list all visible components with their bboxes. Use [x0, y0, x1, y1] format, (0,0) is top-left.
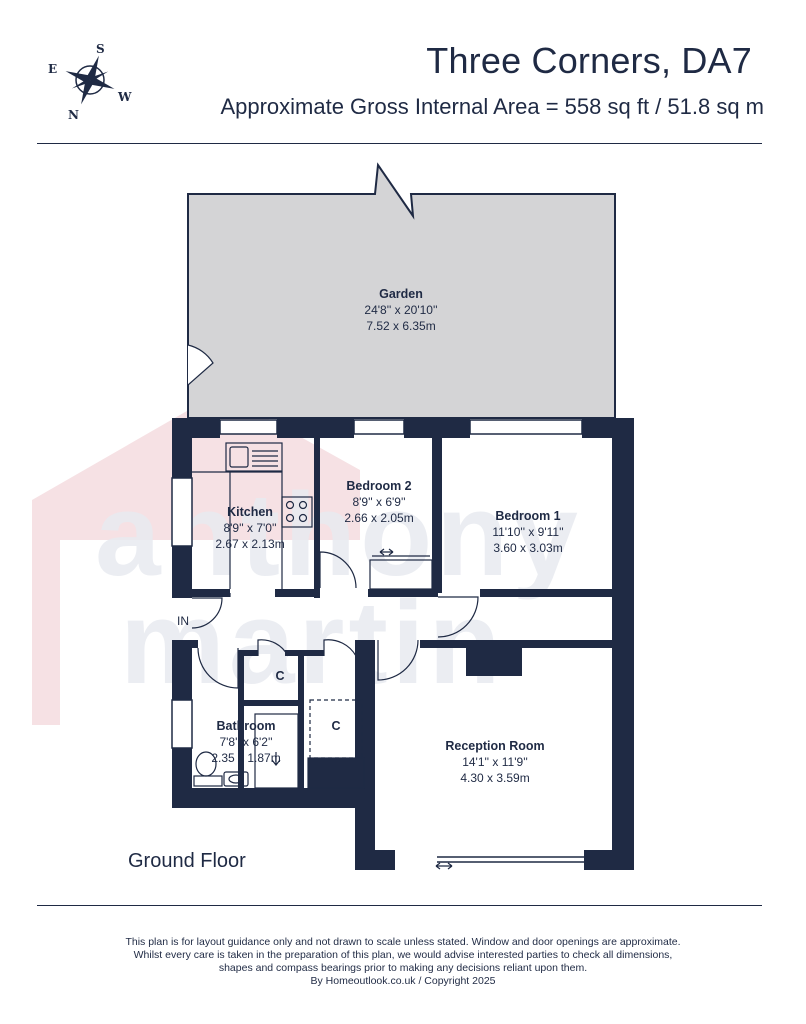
disclaimer-line1: This plan is for layout guidance only an… — [125, 936, 681, 948]
kitchen-metric: 2.67 x 2.13m — [215, 537, 285, 551]
entrance-label: IN — [177, 614, 189, 628]
plan-title: Three Corners, DA7 — [426, 40, 752, 81]
kitchen-name: Kitchen — [227, 505, 273, 519]
disclaimer-copyright: By Homeoutlook.co.uk / Copyright 2025 — [310, 975, 496, 987]
bedroom2-wardrobe — [369, 548, 433, 590]
disclaimer-line3: shapes and compass bearings prior to mak… — [218, 962, 588, 974]
room-label-bathroom: Bathroom 7'8'' x 6'2'' 2.35 x 1.87m — [198, 718, 294, 766]
room-label-cupboard1: C — [262, 668, 298, 684]
compass-e: E — [48, 62, 58, 76]
header-divider — [37, 143, 762, 144]
sliding-door-arrow — [435, 862, 453, 870]
cupboard2-box — [307, 699, 365, 789]
reception-metric: 4.30 x 3.59m — [460, 771, 530, 785]
footer-divider — [37, 905, 762, 906]
room-label-garden: Garden 24'8'' x 20'10'' 7.52 x 6.35m — [331, 286, 471, 334]
cupboard1-name: C — [275, 669, 285, 683]
garden-imperial: 24'8'' x 20'10'' — [364, 303, 438, 317]
disclaimer: This plan is for layout guidance only an… — [60, 936, 746, 988]
garden-metric: 7.52 x 6.35m — [366, 319, 436, 333]
bedroom1-imperial: 11'10'' x 9'11'' — [492, 525, 564, 539]
kitchen-units — [192, 442, 313, 589]
floor-label: Ground Floor — [128, 850, 246, 872]
bedroom1-name: Bedroom 1 — [495, 509, 561, 523]
bathroom-imperial: 7'8'' x 6'2'' — [219, 735, 273, 749]
room-label-bedroom1: Bedroom 1 11'10'' x 9'11'' 3.60 x 3.03m — [470, 508, 586, 556]
disclaimer-line2: Whilst every care is taken in the prepar… — [133, 949, 673, 961]
bathroom-name: Bathroom — [216, 719, 276, 733]
compass-rose-icon — [65, 55, 115, 105]
outer-walls — [171, 418, 634, 870]
room-label-bedroom2: Bedroom 2 8'9'' x 6'9'' 2.66 x 2.05m — [326, 478, 432, 526]
compass-w: W — [118, 90, 132, 104]
bathroom-fittings — [193, 713, 299, 789]
gross-internal-area: Approximate Gross Internal Area = 558 sq… — [220, 94, 764, 119]
reception-imperial: 14'1'' x 11'9'' — [462, 755, 528, 769]
bedroom2-name: Bedroom 2 — [346, 479, 412, 493]
bedroom1-metric: 3.60 x 3.03m — [493, 541, 563, 555]
reception-name: Reception Room — [445, 739, 545, 753]
bathroom-metric: 2.35 x 1.87m — [211, 751, 281, 765]
room-label-reception: Reception Room 14'1'' x 11'9'' 4.30 x 3.… — [430, 738, 560, 786]
doors — [191, 551, 479, 689]
garden-name: Garden — [379, 287, 423, 301]
room-label-cupboard2: C — [318, 718, 354, 734]
room-label-kitchen: Kitchen 8'9'' x 7'0'' 2.67 x 2.13m — [198, 504, 302, 552]
internal-walls — [192, 438, 612, 790]
compass-s: S — [96, 42, 105, 56]
kitchen-imperial: 8'9'' x 7'0'' — [223, 521, 277, 535]
cupboard2-name: C — [331, 719, 341, 733]
compass-n: N — [68, 108, 79, 122]
garden-gate — [187, 344, 214, 386]
bedroom2-imperial: 8'9'' x 6'9'' — [352, 495, 406, 509]
bedroom2-metric: 2.66 x 2.05m — [344, 511, 414, 525]
